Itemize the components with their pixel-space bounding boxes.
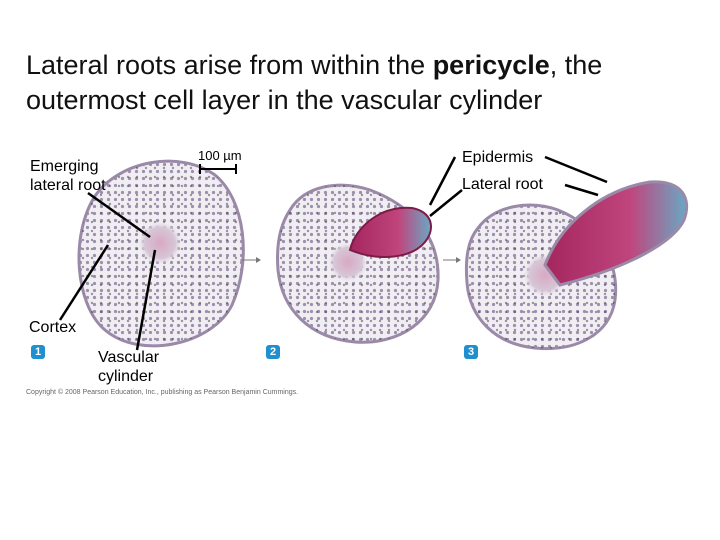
leader-epidermis-1: [428, 156, 457, 206]
title-part-2: , the outermost cell layer in the vascul…: [26, 50, 603, 115]
leader-vascular: [135, 249, 157, 351]
panel-3-cross-section: [464, 180, 689, 351]
label-emerging-lateral-root: Emerging lateral root: [30, 158, 106, 194]
title-emphasis: pericycle: [432, 50, 550, 80]
step-number-2: 2: [266, 345, 280, 359]
label-lateral-root: Lateral root: [462, 176, 543, 193]
scale-bar: [199, 164, 237, 174]
leader-epidermis-2: [544, 155, 608, 184]
step-number-1: 1: [31, 345, 45, 359]
panel-2-cross-section: [276, 183, 440, 344]
label-scale-bar: 100 µm: [198, 148, 242, 163]
slide-title: Lateral roots arise from within the peri…: [26, 48, 706, 118]
panel-1-cross-section: [77, 159, 245, 348]
leader-lateral-root-1: [429, 189, 463, 217]
panel-arrows: [240, 257, 461, 263]
copyright-notice: Copyright © 2008 Pearson Education, Inc.…: [26, 389, 299, 396]
title-part-1: Lateral roots arise from within the: [26, 50, 433, 80]
step-number-3: 3: [464, 345, 478, 359]
leader-cortex: [58, 244, 110, 321]
leader-lines: [58, 155, 608, 351]
label-vascular-cylinder: Vascular cylinder: [98, 349, 160, 385]
leader-lateral-root-2: [564, 183, 599, 197]
leader-emerging-root: [87, 191, 151, 239]
label-cortex: Cortex: [29, 319, 77, 336]
label-epidermis: Epidermis: [462, 149, 534, 166]
